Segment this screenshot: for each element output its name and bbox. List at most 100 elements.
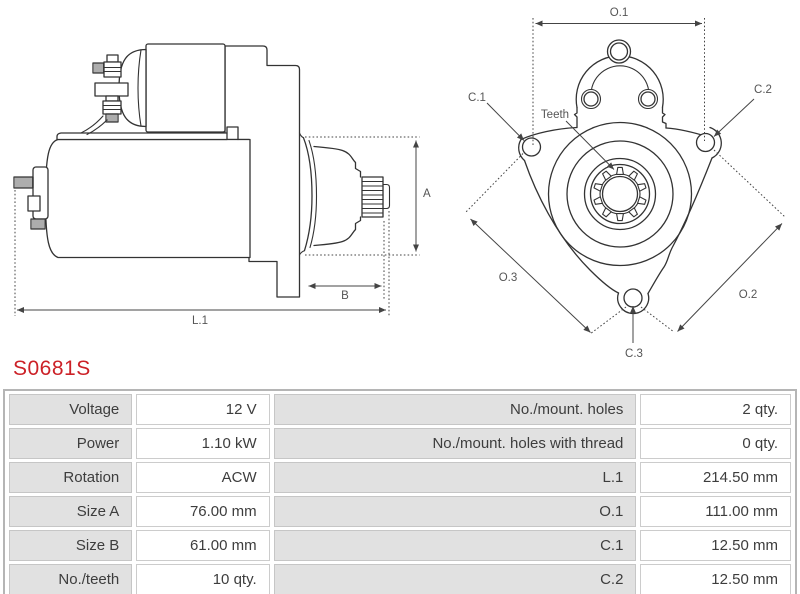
solenoid-cap-seam xyxy=(137,49,142,127)
front-view xyxy=(518,39,722,315)
side-view-dimensions xyxy=(14,136,420,317)
table-row: Power 1.10 kW No./mount. holes with thre… xyxy=(9,428,791,459)
left-stud-upper-threads xyxy=(15,176,33,189)
spec-value: ACW xyxy=(136,462,270,493)
spec-label: Size B xyxy=(9,530,133,561)
table-row: Rotation ACW L.1 214.50 mm xyxy=(9,462,791,493)
motor-body xyxy=(44,138,251,259)
bell-contour-lower xyxy=(313,216,362,247)
mount-hole-c2 xyxy=(695,132,716,153)
dim-label-c1: C.1 xyxy=(468,92,486,104)
bell-contour-upper xyxy=(313,145,362,178)
spec-value: 214.50 mm xyxy=(640,462,791,493)
terminal-nut-upper xyxy=(103,61,122,78)
dim-label-b: B xyxy=(341,290,349,302)
lug-top-left xyxy=(518,138,526,162)
spec-value: 61.00 mm xyxy=(136,530,270,561)
front-view-dimensions xyxy=(465,18,785,343)
arch-small-hole-left xyxy=(583,91,599,107)
dim-label-teeth: Teeth xyxy=(541,109,569,121)
spec-value: 1.10 kW xyxy=(136,428,270,459)
technical-drawing: A B L.1 xyxy=(13,7,785,360)
dim-label-c3: C.3 xyxy=(625,348,643,360)
shaft-end-cap xyxy=(382,183,391,210)
side-view xyxy=(13,43,391,298)
mount-hole-c3 xyxy=(623,288,643,308)
spec-label: C.1 xyxy=(273,530,637,561)
shaft-bore xyxy=(601,175,639,213)
spec-label: No./mount. holes with thread xyxy=(273,428,637,459)
spec-label: Power xyxy=(9,428,133,459)
table-row: Size B 61.00 mm C.1 12.50 mm xyxy=(9,530,791,561)
spec-value: 12.50 mm xyxy=(640,564,791,594)
dim-label-l1: L.1 xyxy=(192,315,208,327)
wire xyxy=(80,115,108,136)
solenoid-tab xyxy=(94,82,129,97)
pinion-gear-side xyxy=(361,176,384,218)
dim-label-a: A xyxy=(423,188,431,200)
pinion-teeth-lines xyxy=(361,181,384,214)
flange-top-edge-left xyxy=(520,126,578,141)
bearing-ring-inner xyxy=(589,163,651,225)
terminal-collar-upper xyxy=(106,54,119,63)
spec-label: Rotation xyxy=(9,462,133,493)
starter-motor-diagram: A B L.1 xyxy=(13,7,785,360)
housing-ring xyxy=(566,140,674,248)
spec-value: 111.00 mm xyxy=(640,496,791,527)
spec-label: Size A xyxy=(9,496,133,527)
spec-label: O.1 xyxy=(273,496,637,527)
part-number: S0681S xyxy=(13,357,91,380)
flange-edge-left xyxy=(523,159,620,294)
spec-value: 10 qty. xyxy=(136,564,270,594)
spec-table: Voltage 12 V No./mount. holes 2 qty. Pow… xyxy=(3,389,797,594)
spec-table-wrap: Voltage 12 V No./mount. holes 2 qty. Pow… xyxy=(3,389,797,594)
spec-value: 0 qty. xyxy=(640,428,791,459)
solenoid-body xyxy=(145,43,226,133)
leader-teeth xyxy=(565,120,615,170)
dim-label-c2: C.2 xyxy=(754,84,772,96)
left-stud-upper xyxy=(13,176,34,189)
arch-top-hole xyxy=(609,42,629,61)
spec-value: 76.00 mm xyxy=(136,496,270,527)
dim-line-o3 xyxy=(470,218,591,333)
left-stud-lower xyxy=(30,218,46,230)
bell-rim-join-bottom xyxy=(298,250,306,256)
flange-edge-right xyxy=(647,157,713,295)
spec-label: No./teeth xyxy=(9,564,133,594)
dim-label-o2: O.2 xyxy=(739,289,758,301)
flange-step xyxy=(226,126,239,141)
housing-outline xyxy=(547,121,693,267)
spec-label: L.1 xyxy=(273,462,637,493)
arch-small-hole-right xyxy=(640,91,656,107)
table-row: No./teeth 10 qty. C.2 12.50 mm xyxy=(9,564,791,594)
spec-value: 2 qty. xyxy=(640,394,791,425)
lug-top-right xyxy=(709,126,722,159)
terminal-collar-lower xyxy=(105,95,119,102)
bell-rim-outer xyxy=(302,137,313,252)
terminal-stud-lower-threads xyxy=(107,113,117,123)
spec-value: 12 V xyxy=(136,394,270,425)
bearing-ring-outer xyxy=(583,157,657,231)
spec-label: Voltage xyxy=(9,394,133,425)
spec-label: C.2 xyxy=(273,564,637,594)
motor-body-band xyxy=(56,132,228,141)
spec-value: 12.50 mm xyxy=(640,530,791,561)
dim-label-o1: O.1 xyxy=(610,7,629,19)
terminal-stud-upper-threads xyxy=(94,62,104,74)
bell-rim-inner xyxy=(308,139,318,249)
dim-line-o2 xyxy=(677,223,783,332)
left-stud-lower-threads xyxy=(32,218,44,230)
table-row: Voltage 12 V No./mount. holes 2 qty. xyxy=(9,394,791,425)
leader-c1 xyxy=(486,102,525,141)
dim-label-o3: O.3 xyxy=(499,272,518,284)
spec-label: No./mount. holes xyxy=(273,394,637,425)
arch-inner xyxy=(590,65,650,104)
mount-hole-c1 xyxy=(521,137,542,157)
arch-leg-left xyxy=(573,106,578,129)
terminal-nut-lower xyxy=(102,100,122,115)
table-row: Size A 76.00 mm O.1 111.00 mm xyxy=(9,496,791,527)
arch-leg-right xyxy=(661,106,667,129)
left-bump xyxy=(27,195,41,212)
mounting-bracket xyxy=(224,45,301,298)
